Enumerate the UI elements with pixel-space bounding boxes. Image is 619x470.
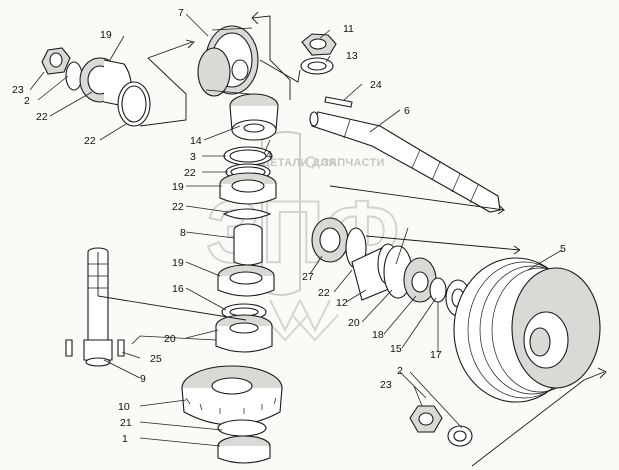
nut-23-left bbox=[41, 47, 71, 75]
callout-23-right: 23 bbox=[380, 379, 392, 391]
washer-2-left bbox=[65, 61, 83, 91]
watermark-left-text: ДЕТАЛИ ДЛЯ bbox=[262, 157, 336, 169]
callout-6: 6 bbox=[404, 105, 410, 117]
callout-18: 18 bbox=[372, 329, 384, 341]
callout-22-mid-b: 22 bbox=[172, 201, 184, 213]
callout-22-right: 22 bbox=[318, 287, 330, 299]
callout-19-mid: 19 bbox=[172, 181, 184, 193]
bearing-27 bbox=[311, 217, 349, 263]
hub-21 bbox=[217, 419, 267, 437]
callout-4: 4 bbox=[266, 149, 272, 161]
shaft-9 bbox=[83, 247, 113, 367]
washer-13 bbox=[300, 57, 334, 75]
nut-11 bbox=[301, 33, 337, 56]
ring-3 bbox=[223, 146, 273, 166]
pin-25-left bbox=[65, 339, 73, 357]
callout-24: 24 bbox=[370, 79, 382, 91]
callout-13: 13 bbox=[346, 50, 358, 62]
hub-20 bbox=[215, 314, 273, 353]
callout-21: 21 bbox=[120, 417, 132, 429]
callout-5: 5 bbox=[560, 243, 566, 255]
nut-23-right bbox=[409, 405, 443, 433]
callout-20-right: 20 bbox=[348, 317, 360, 329]
leader-lines bbox=[29, 13, 563, 447]
bearing-1 bbox=[217, 435, 271, 464]
callout-7: 7 bbox=[178, 7, 184, 19]
callout-19-left: 19 bbox=[100, 29, 112, 41]
callout-20-left: 20 bbox=[164, 333, 176, 345]
callout-14: 14 bbox=[190, 135, 202, 147]
callout-12: 12 bbox=[336, 297, 348, 309]
callout-11: 11 bbox=[343, 23, 354, 35]
callout-1: 1 bbox=[122, 433, 128, 445]
callout-3: 3 bbox=[190, 151, 196, 163]
callout-19-lower: 19 bbox=[172, 257, 184, 269]
watermark-wheat-icon bbox=[261, 299, 339, 342]
bearing-19-upper bbox=[219, 172, 277, 205]
callout-labels: 7 11 13 24 6 19 23 2 22 22 14 4 3 22 19 … bbox=[12, 7, 566, 445]
watermark-gear-icon bbox=[305, 156, 317, 168]
pulley-5 bbox=[453, 257, 601, 403]
shaft-6 bbox=[309, 111, 501, 213]
assembly-arrows bbox=[97, 11, 607, 467]
ring-22-left bbox=[117, 81, 151, 127]
callout-10: 10 bbox=[118, 401, 130, 413]
callout-2-right: 2 bbox=[397, 365, 403, 377]
callout-22-left-a: 22 bbox=[36, 111, 48, 123]
gear-7 bbox=[197, 25, 259, 97]
pin-24 bbox=[324, 96, 353, 108]
washer-2-right bbox=[447, 425, 473, 447]
callout-15: 15 bbox=[390, 343, 402, 355]
pin-25-right bbox=[117, 339, 125, 357]
callout-27: 27 bbox=[302, 271, 314, 283]
callout-17: 17 bbox=[430, 349, 442, 361]
splined-gear-4 bbox=[229, 93, 279, 141]
ring-22-mid bbox=[222, 208, 272, 220]
callout-22-left-b: 22 bbox=[84, 135, 96, 147]
callout-16: 16 bbox=[172, 283, 184, 295]
callout-22-mid-a: 22 bbox=[184, 167, 196, 179]
callout-25: 25 bbox=[150, 353, 162, 365]
watermark-right-text: ЗАПЧАСТИ bbox=[322, 157, 385, 169]
bearing-19-lower bbox=[217, 264, 275, 297]
callout-9: 9 bbox=[140, 373, 146, 385]
callout-2-left: 2 bbox=[24, 95, 30, 107]
large-gear-10 bbox=[181, 365, 283, 426]
spacer-8 bbox=[233, 223, 263, 266]
callout-8: 8 bbox=[180, 227, 186, 239]
callout-23-left: 23 bbox=[12, 84, 24, 96]
washer-15 bbox=[429, 277, 447, 303]
